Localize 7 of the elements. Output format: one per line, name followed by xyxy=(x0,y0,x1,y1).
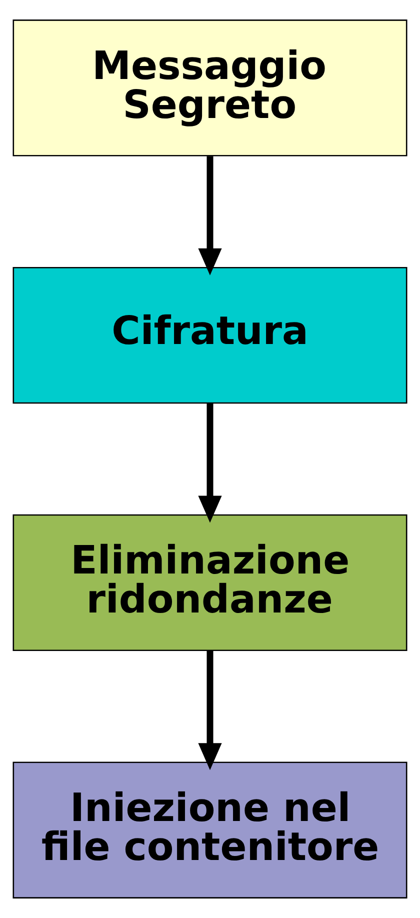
arrow xyxy=(198,650,222,770)
node-box: Iniezione nel file contenitore xyxy=(12,762,408,898)
node-box: Eliminazione ridondanze xyxy=(12,514,408,652)
arrow xyxy=(198,156,222,276)
arrow xyxy=(198,404,222,523)
node-box: Cifratura xyxy=(12,266,408,404)
node-box: Messaggio Segreto xyxy=(12,20,408,156)
